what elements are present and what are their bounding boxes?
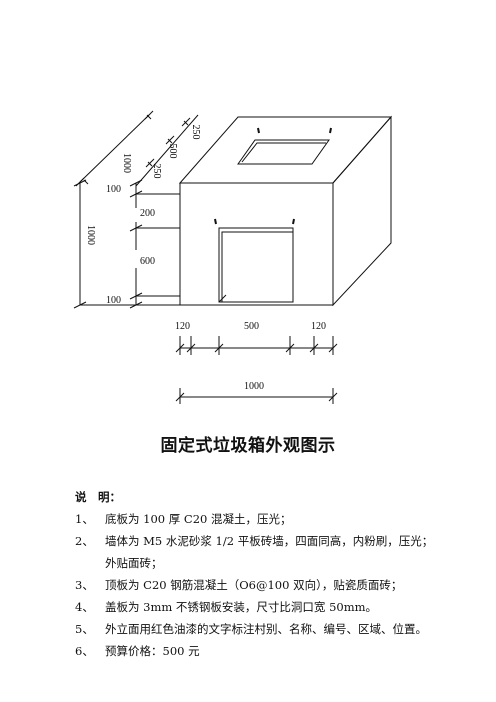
- dim-depth-top: 1000: [121, 153, 132, 173]
- note-text: 顶板为 C20 钢筋混凝土（O6@100 双向），贴瓷质面砖；: [105, 578, 403, 592]
- notes-section: 说 明： 1、底板为 100 厚 C20 混凝土，压光； 2、墙体为 M5 水泥…: [75, 486, 433, 662]
- note-number: 5、: [75, 622, 94, 636]
- box-front-face: [179, 182, 334, 306]
- dim-h-top: 100: [106, 184, 121, 195]
- hinge-mark: [257, 127, 260, 134]
- garbage-box-drawing: 1000 250 500 250 1000 100 200 600 100 12…: [73, 110, 393, 404]
- top-opening: [237, 139, 330, 165]
- dim-width-total: 1000: [244, 381, 264, 392]
- note-item: 1、底板为 100 厚 C20 混凝土，压光；: [75, 508, 433, 530]
- note-item: 6、预算价格：500 元: [75, 640, 433, 662]
- dim-w-right: 120: [311, 321, 326, 332]
- dim-opening-offset-bottom: 250: [151, 164, 162, 179]
- note-number: 1、: [75, 512, 94, 526]
- note-text: 盖板为 3mm 不锈钢板安装，尺寸比洞口宽 50mm。: [105, 600, 378, 614]
- notes-heading: 说 明：: [75, 490, 121, 504]
- dim-opening-offset-top: 250: [190, 125, 201, 140]
- dim-h-door: 600: [140, 256, 155, 267]
- note-text: 预算价格：500 元: [105, 644, 200, 658]
- dim-w-left: 120: [175, 321, 190, 332]
- box-side-face: [332, 115, 392, 307]
- note-number: 2、: [75, 534, 94, 548]
- note-text: 墙体为 M5 水泥砂浆 1/2 平板砖墙，四面同高，内粉刷，压光；: [105, 534, 434, 548]
- note-number: 6、: [75, 644, 94, 658]
- hinge-mark: [214, 218, 217, 225]
- note-number: 4、: [75, 600, 94, 614]
- hinge-mark: [329, 127, 332, 134]
- note-text: 外贴面砖；: [105, 556, 163, 570]
- note-text: 外立面用红色油漆的文字标注村别、名称、编号、区域、位置。: [105, 622, 427, 636]
- note-item: 4、盖板为 3mm 不锈钢板安装，尺寸比洞口宽 50mm。: [75, 596, 433, 618]
- front-door-opening: [218, 227, 294, 303]
- hinge-mark: [292, 218, 295, 225]
- dim-h-bottom: 100: [106, 295, 121, 306]
- dim-opening-width: 500: [167, 144, 178, 159]
- note-item: 5、外立面用红色油漆的文字标注村别、名称、编号、区域、位置。: [75, 618, 433, 640]
- dim-height-total: 1000: [85, 225, 96, 245]
- note-item-continuation: 外贴面砖；: [75, 552, 433, 574]
- drawing-title: 固定式垃圾箱外观图示: [160, 436, 336, 456]
- dim-h-upper: 200: [140, 208, 155, 219]
- note-number: [75, 552, 105, 574]
- dim-w-door: 500: [244, 321, 259, 332]
- note-number: 3、: [75, 578, 94, 592]
- box-top-face: [178, 116, 393, 184]
- note-text: 底板为 100 厚 C20 混凝土，压光；: [105, 512, 292, 526]
- note-item: 2、墙体为 M5 水泥砂浆 1/2 平板砖墙，四面同高，内粉刷，压光；: [75, 530, 433, 552]
- note-item: 3、顶板为 C20 钢筋混凝土（O6@100 双向），贴瓷质面砖；: [75, 574, 433, 596]
